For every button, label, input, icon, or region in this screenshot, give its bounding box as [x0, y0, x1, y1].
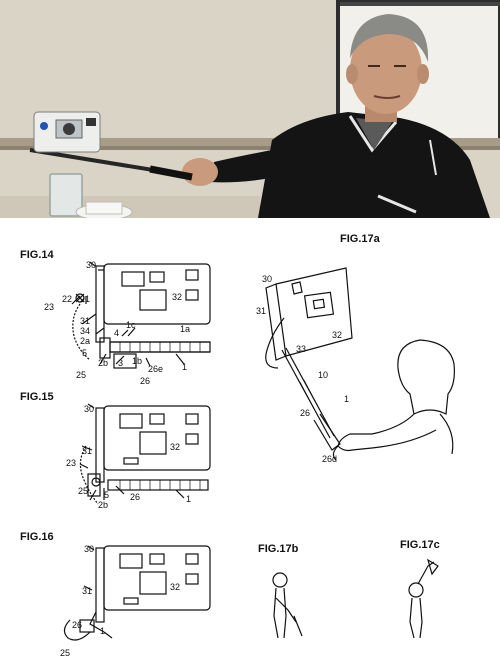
- svg-text:25: 25: [76, 370, 86, 380]
- svg-text:31: 31: [82, 586, 92, 596]
- svg-text:2b: 2b: [98, 500, 108, 510]
- svg-text:10: 10: [318, 370, 328, 380]
- svg-text:34: 34: [80, 326, 90, 336]
- fig15-label: FIG.15: [20, 391, 54, 403]
- svg-text:4: 4: [114, 328, 119, 338]
- svg-text:32: 32: [172, 292, 182, 302]
- svg-text:22: 22: [62, 294, 72, 304]
- svg-text:26: 26: [130, 492, 140, 502]
- svg-text:31: 31: [80, 316, 90, 326]
- fig16-label: FIG.16: [20, 531, 54, 543]
- svg-text:31: 31: [82, 446, 92, 456]
- svg-text:23: 23: [66, 458, 76, 468]
- svg-text:21: 21: [80, 294, 90, 304]
- svg-text:30: 30: [86, 260, 96, 270]
- svg-text:1b: 1b: [132, 356, 142, 366]
- svg-text:5: 5: [82, 348, 87, 358]
- fig17a-label: FIG.17a: [340, 233, 381, 245]
- photo-man-with-selfie-stick: [0, 0, 500, 218]
- svg-text:30: 30: [262, 274, 272, 284]
- svg-text:1: 1: [344, 394, 349, 404]
- figure-16-drawing: [63, 545, 211, 641]
- svg-text:5: 5: [104, 490, 109, 500]
- svg-text:26: 26: [72, 620, 82, 630]
- svg-text:1: 1: [186, 494, 191, 504]
- svg-text:33: 33: [296, 344, 306, 354]
- svg-text:30: 30: [84, 404, 94, 414]
- svg-text:25: 25: [60, 648, 70, 658]
- figure-17c-drawing: [408, 558, 439, 639]
- svg-text:1: 1: [100, 626, 105, 636]
- svg-text:1a: 1a: [180, 324, 190, 334]
- svg-text:23: 23: [44, 302, 54, 312]
- svg-text:2a: 2a: [80, 336, 90, 346]
- svg-text:2b: 2b: [98, 358, 108, 368]
- fig17c-label: FIG.17c: [400, 539, 440, 551]
- svg-text:30: 30: [84, 544, 94, 554]
- svg-text:26: 26: [300, 408, 310, 418]
- svg-text:26d: 26d: [322, 454, 337, 464]
- svg-text:26e: 26e: [148, 364, 163, 374]
- svg-text:1c: 1c: [126, 320, 136, 330]
- figure-17b-drawing: [272, 572, 303, 639]
- svg-text:25: 25: [78, 486, 88, 496]
- svg-text:26: 26: [140, 376, 150, 386]
- figure-15-drawing: [79, 403, 211, 505]
- figure-17a-drawing: [265, 267, 455, 461]
- svg-text:1: 1: [182, 362, 187, 372]
- fig14-label: FIG.14: [20, 249, 55, 261]
- patent-drawings: FIG.14 30 22 21 23 31 34 2a 5 4 1c 1a 2b…: [0, 218, 500, 667]
- svg-text:3: 3: [118, 358, 123, 368]
- figure-14-drawing: [71, 261, 211, 369]
- svg-text:32: 32: [170, 442, 180, 452]
- svg-text:32: 32: [170, 582, 180, 592]
- svg-text:32: 32: [332, 330, 342, 340]
- fig17b-label: FIG.17b: [258, 543, 299, 555]
- svg-text:31: 31: [256, 306, 266, 316]
